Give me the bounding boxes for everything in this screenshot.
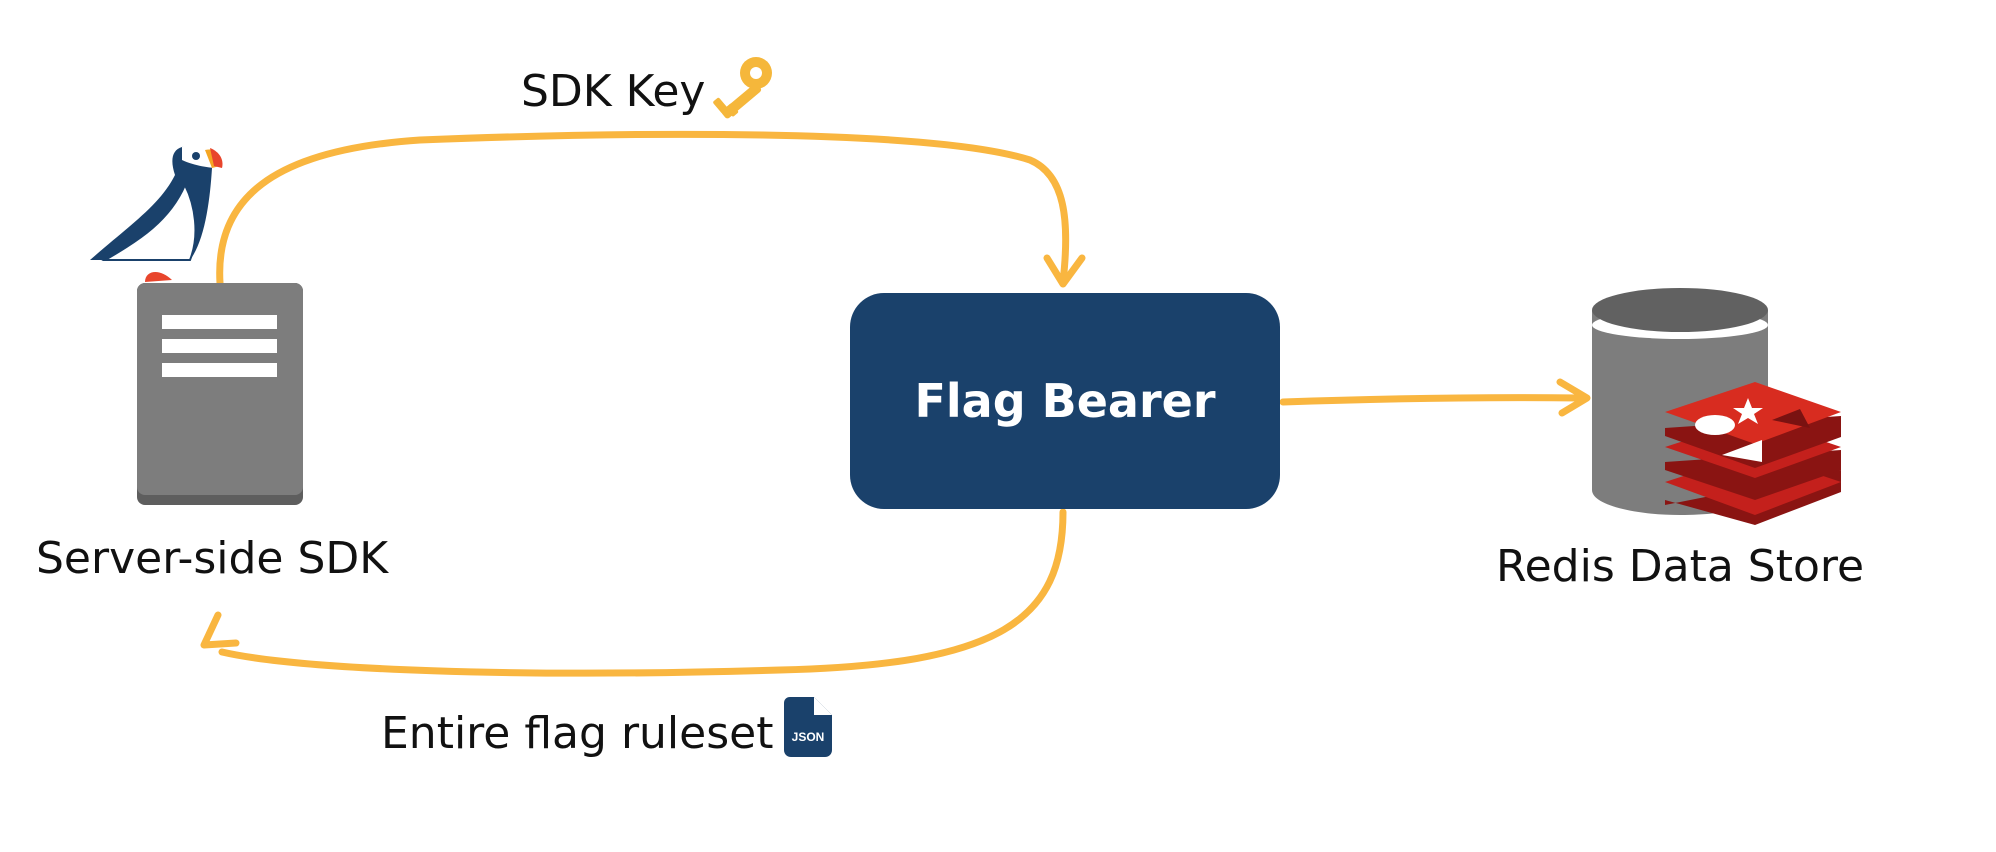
ruleset-label: Entire flag ruleset — [381, 708, 774, 759]
arrow-ruleset — [200, 508, 1067, 677]
sdk-key-label: SDK Key — [521, 66, 706, 117]
json-file-icon-text: JSON — [792, 730, 825, 744]
arrow-to-redis — [1279, 378, 1591, 417]
redis-data-store-label: Redis Data Store — [1496, 541, 1865, 592]
arrow-sdk-key — [216, 130, 1086, 288]
redis-logo-icon — [1665, 382, 1841, 525]
flag-bearer-label: Flag Bearer — [914, 374, 1216, 428]
puffin-icon — [90, 144, 223, 282]
key-icon — [713, 57, 772, 119]
server-icon — [137, 283, 303, 505]
flag-bearer-node: Flag Bearer — [850, 293, 1280, 509]
json-file-icon: JSON — [784, 697, 832, 757]
server-sdk-label: Server-side SDK — [36, 533, 389, 584]
